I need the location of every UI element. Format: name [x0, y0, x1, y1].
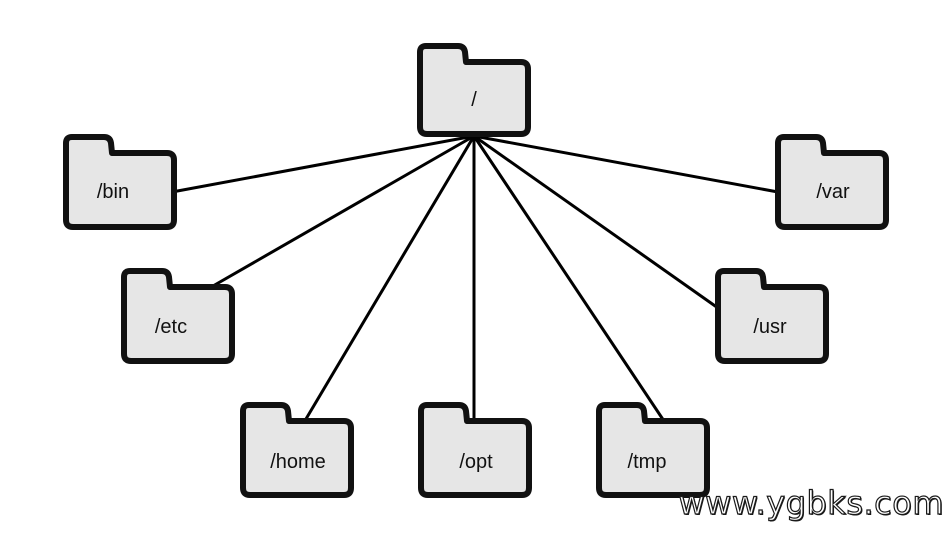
folder-node-usr: /usr [715, 268, 829, 364]
folder-icon [417, 43, 531, 137]
folder-icon [715, 268, 829, 364]
watermark-text: www.ygbks.com [678, 483, 944, 522]
folder-label-var: /var [816, 181, 850, 203]
folder-label-usr: /usr [753, 316, 787, 338]
folder-label-home: /home [270, 451, 326, 473]
folder-node-var: /var [775, 134, 889, 230]
folder-icon [240, 402, 354, 498]
connector-line-bin [171, 134, 475, 194]
connector-lines [171, 134, 779, 425]
connector-line-usr [473, 134, 719, 310]
folder-label-root: / [471, 89, 477, 111]
folder-node-bin: /bin [63, 134, 177, 230]
connector-line-etc [205, 134, 475, 292]
folder-node-etc: /etc [121, 268, 235, 364]
folder-label-bin: /bin [97, 181, 129, 203]
folder-icon [63, 134, 177, 230]
folder-label-etc: /etc [155, 316, 187, 338]
folder-icon [418, 402, 532, 498]
folder-node-home: /home [240, 402, 354, 498]
folder-label-tmp: /tmp [628, 451, 667, 473]
folder-node-root: / [417, 43, 531, 137]
folder-icon [775, 134, 889, 230]
folder-node-opt: /opt [418, 402, 532, 498]
connector-line-var [473, 134, 779, 194]
connector-line-home [301, 135, 476, 425]
connector-line-tmp [472, 135, 668, 425]
folder-node-tmp: /tmp [596, 402, 710, 498]
folder-label-opt: /opt [459, 451, 493, 473]
folder-icon [596, 402, 710, 498]
folder-icon [121, 268, 235, 364]
